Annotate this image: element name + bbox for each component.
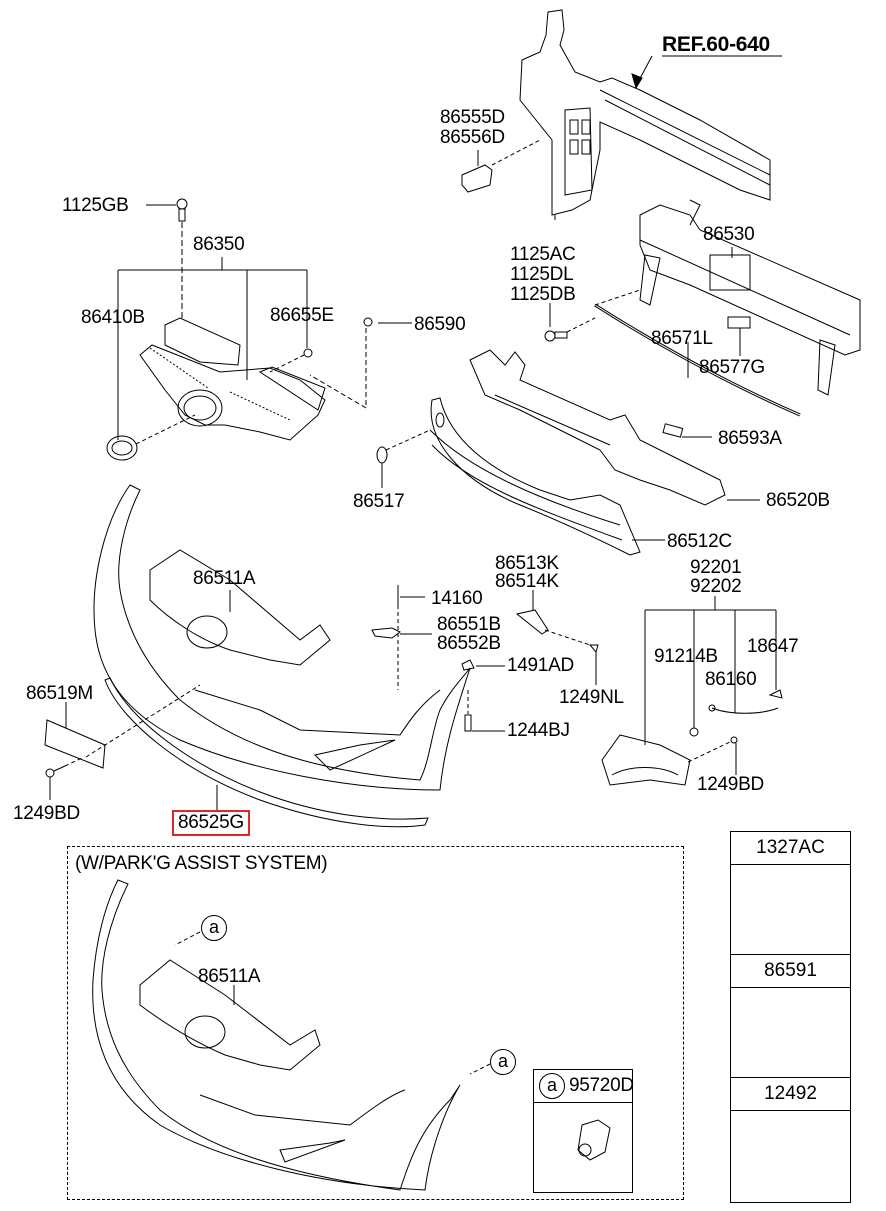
bracket-86513K	[515, 590, 599, 685]
part-label-1491AD[interactable]: 1491AD	[507, 655, 574, 676]
bracket-86555D	[461, 139, 541, 193]
screw-86590	[309, 317, 412, 409]
park-assist-inset: (W/PARK'G ASSIST SYSTEM) 86511A a a a 95…	[67, 846, 684, 1200]
part-label-1125GB[interactable]: 1125GB	[62, 195, 129, 216]
part-label-86571L[interactable]: 86571L	[651, 328, 713, 349]
plate-86519M	[44, 684, 201, 769]
part-label-1249BD-right[interactable]: 1249BD	[697, 774, 764, 795]
reference-leader	[631, 55, 782, 90]
part-label-86513K[interactable]: 86513K	[495, 553, 559, 574]
cap-86517	[376, 429, 431, 488]
nut-1491AD	[461, 659, 505, 671]
reference-label: REF.60-640	[662, 33, 770, 56]
part-label-1244BJ[interactable]: 1244BJ	[507, 720, 570, 741]
park-sensor-95720D	[577, 1119, 611, 1161]
part-label-86593A[interactable]: 86593A	[718, 428, 782, 449]
bolt-1125GB	[146, 198, 188, 320]
part-label-86520B[interactable]: 86520B	[766, 490, 830, 511]
part-label-1249BD-left[interactable]: 1249BD	[13, 803, 80, 824]
strip-86571L	[594, 289, 801, 417]
part-label-92201[interactable]: 92201	[690, 557, 742, 578]
radiator-grille	[139, 317, 326, 441]
part-label-86519M[interactable]: 86519M	[26, 683, 93, 704]
part-label-86655E[interactable]: 86655E	[270, 305, 334, 326]
part-label-14160[interactable]: 14160	[431, 588, 483, 609]
part-label-86552B[interactable]: 86552B	[437, 633, 501, 654]
fastener-row-header[interactable]: 1327AC	[731, 832, 850, 865]
part-label-86555D[interactable]: 86555D	[440, 107, 505, 128]
part-label-18647[interactable]: 18647	[747, 636, 799, 657]
sensor-callout: a	[539, 1073, 565, 1099]
bolt-1125AC	[544, 303, 596, 342]
fastener-row-header[interactable]: 86591	[731, 955, 850, 988]
part-label-86512C[interactable]: 86512C	[667, 531, 732, 552]
inset-part-label-86511A[interactable]: 86511A	[198, 966, 261, 987]
part-label-1125DB[interactable]: 1125DB	[510, 284, 576, 305]
pin-14160	[371, 585, 432, 690]
part-label-86525G-highlighted[interactable]: 86525G	[172, 810, 250, 836]
clip-86655E	[269, 348, 313, 373]
screw-1249BD-left	[45, 756, 85, 800]
part-label-86551B[interactable]: 86551B	[437, 614, 501, 635]
sensor-part-label[interactable]: 95720D	[569, 1075, 634, 1096]
part-label-1249NL[interactable]: 1249NL	[559, 687, 624, 708]
part-label-91214B[interactable]: 91214B	[654, 646, 718, 667]
part-label-86160[interactable]: 86160	[705, 669, 757, 690]
inset-bumper-cover	[92, 879, 491, 1191]
part-label-86514K[interactable]: 86514K	[495, 571, 559, 592]
part-label-92202[interactable]: 92202	[690, 576, 742, 597]
part-label-86350[interactable]: 86350	[193, 234, 245, 255]
callout-a-lower: a	[490, 1049, 516, 1075]
fastener-row-header[interactable]: 12492	[731, 1078, 850, 1111]
part-label-86577G[interactable]: 86577G	[699, 357, 765, 378]
screw-1244BJ	[464, 690, 505, 732]
part-label-86530[interactable]: 86530	[703, 224, 755, 245]
sensor-box-header: a 95720D	[534, 1070, 634, 1103]
sensor-box: a 95720D	[533, 1069, 634, 1193]
part-label-86410B[interactable]: 86410B	[81, 307, 145, 328]
radiator-support-frame	[519, 9, 771, 220]
lip-86525G	[104, 677, 429, 828]
part-label-86590[interactable]: 86590	[414, 314, 466, 335]
part-label-1125DL[interactable]: 1125DL	[510, 264, 574, 285]
clip-86593A	[662, 423, 712, 438]
emblem-86410B	[106, 414, 196, 461]
bumper-cover	[93, 484, 471, 791]
fastener-table: 1327AC 86591 12492	[730, 831, 851, 1203]
part-label-86511A[interactable]: 86511A	[193, 568, 256, 589]
lower-grille-86512C	[429, 397, 665, 556]
part-label-86517[interactable]: 86517	[353, 491, 405, 512]
inset-title: (W/PARK'G ASSIST SYSTEM)	[75, 853, 328, 874]
leader-92201	[601, 596, 783, 786]
leader-86350	[117, 257, 308, 440]
part-label-1125AC[interactable]: 1125AC	[510, 244, 576, 265]
part-label-86556D[interactable]: 86556D	[440, 127, 505, 148]
callout-a-upper: a	[201, 915, 227, 941]
energy-absorber-86520B	[469, 349, 760, 506]
bumper-beam-86530	[639, 199, 861, 396]
